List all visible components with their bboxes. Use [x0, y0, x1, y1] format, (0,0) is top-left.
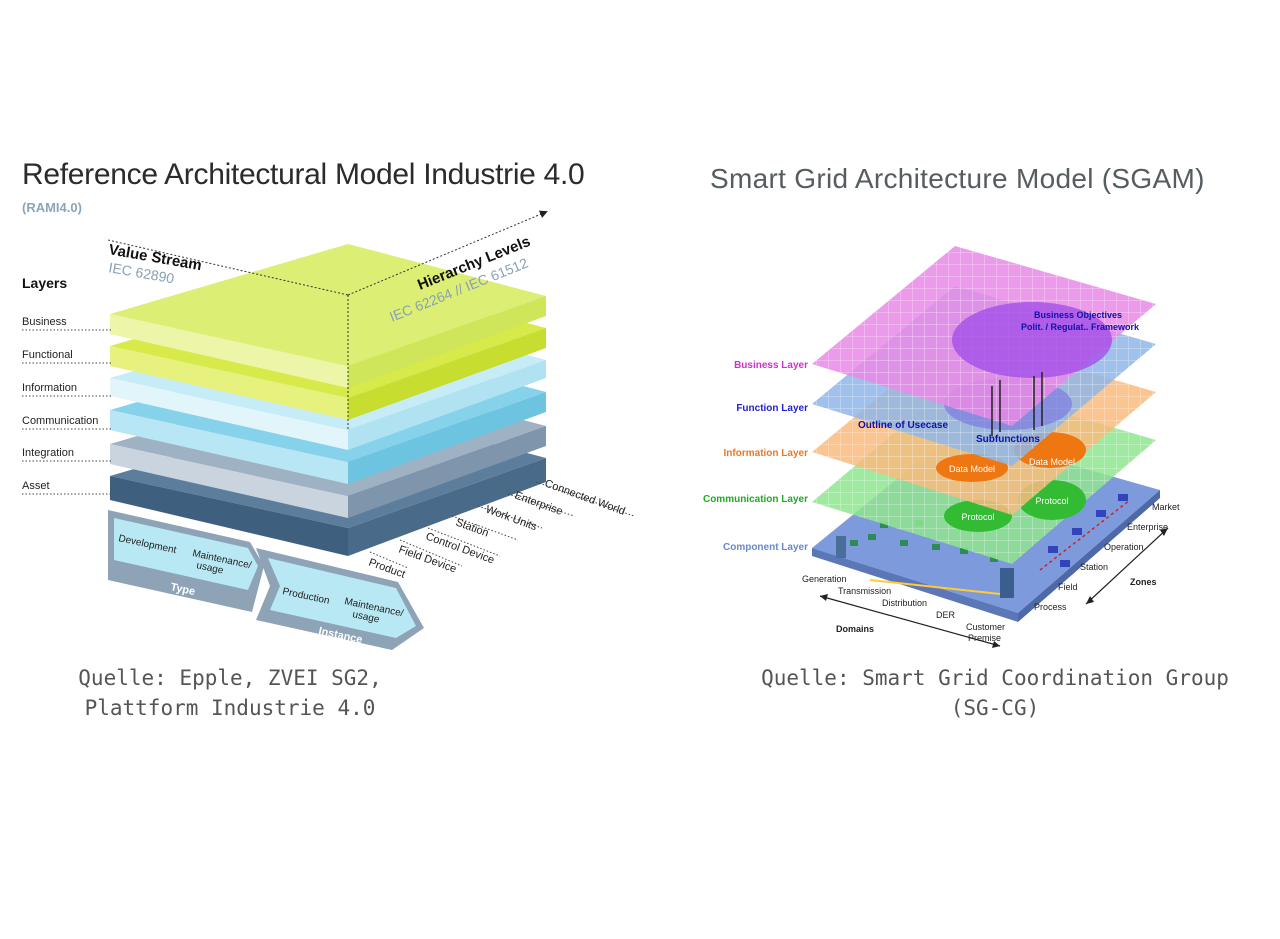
business-objectives-ellipse — [952, 302, 1112, 378]
layer-label-information: Information — [22, 382, 77, 394]
label-information-layer: Information Layer — [724, 448, 809, 459]
label-communication-layer: Communication Layer — [703, 494, 808, 505]
level-station: Station — [454, 517, 490, 540]
domain-generation: Generation — [802, 574, 847, 584]
level-enterprise: Enterprise — [513, 490, 564, 518]
label-component-layer: Component Layer — [723, 542, 808, 553]
sgam-layer-labels: Business Layer Function Layer Informatio… — [703, 360, 808, 553]
rami-layer-business — [110, 244, 546, 388]
sgam-source-line2: (SG-CG) — [950, 696, 1040, 720]
outline-of-usecase-label: Outline of Usecase — [858, 420, 948, 431]
layer-label-communication: Communication — [22, 415, 98, 427]
zone-market: Market — [1152, 502, 1180, 512]
sgam-title: Smart Grid Architecture Model (SGAM) — [710, 163, 1205, 194]
zone-operation: Operation — [1104, 542, 1144, 552]
instance-arrow: Production Maintenance/ usage Instance — [256, 548, 424, 650]
sgam-source-line1: Quelle: Smart Grid Coordination Group — [761, 666, 1229, 690]
rami-source: Quelle: Epple, ZVEI SG2, Plattform Indus… — [55, 663, 405, 723]
business-objectives-label: Business Objectives — [1034, 310, 1122, 320]
rami-diagram: Value Stream IEC 62890 Hierarchy Levels … — [22, 210, 635, 650]
layer-label-functional: Functional — [22, 349, 73, 361]
zone-field: Field — [1058, 582, 1078, 592]
sgam-domains: Generation Transmission Distribution DER… — [802, 574, 1005, 648]
layer-label-business: Business — [22, 316, 67, 328]
level-work-units: Work Units — [484, 504, 539, 534]
subfunctions-label: Subfunctions — [976, 434, 1040, 445]
domain-customer: Customer — [966, 622, 1005, 632]
sgam-source: Quelle: Smart Grid Coordination Group (S… — [735, 663, 1255, 723]
rami-title: Reference Architectural Model Industrie … — [22, 158, 585, 191]
domain-der: DER — [936, 610, 956, 620]
domains-label: Domains — [836, 624, 874, 634]
label-function-layer: Function Layer — [736, 403, 808, 414]
sgam-zones: Market Enterprise Operation Station Fiel… — [1034, 502, 1180, 612]
type-arrow: Development Maintenance/ usage Type — [108, 510, 264, 612]
zones-label: Zones — [1130, 577, 1157, 587]
zone-enterprise: Enterprise — [1127, 522, 1168, 532]
value-stream-axis — [107, 239, 349, 296]
policy-label: Polit. / Regulat.. Framework — [1021, 322, 1140, 332]
label-business-layer: Business Layer — [734, 360, 808, 371]
zone-station: Station — [1080, 562, 1108, 572]
layer-connectors — [991, 372, 1043, 436]
domain-distribution: Distribution — [882, 598, 927, 608]
data-model-ellipse-1 — [936, 454, 1008, 482]
sgam-business-layer: Business Objectives Polit. / Regulat.. F… — [812, 246, 1156, 426]
domains-axis — [819, 595, 1001, 647]
protocol-label-1: Protocol — [961, 512, 994, 522]
rami-source-line1: Quelle: Epple, ZVEI SG2, — [78, 666, 382, 690]
domain-transmission: Transmission — [838, 586, 891, 596]
data-model-label-1: Data Model — [949, 464, 995, 474]
zone-process: Process — [1034, 602, 1067, 612]
type-label: Type — [169, 581, 196, 598]
zones-axis — [1085, 527, 1169, 605]
layer-label-integration: Integration — [22, 447, 74, 459]
sgam-diagram: Protocol Protocol Data Model Data Model … — [703, 246, 1180, 648]
protocol-label-2: Protocol — [1035, 496, 1068, 506]
domain-premise: Premise — [968, 633, 1001, 643]
rami-source-line2: Plattform Industrie 4.0 — [84, 696, 376, 720]
layer-labels: Business Functional Information Communic… — [22, 316, 112, 495]
layers-heading: Layers — [22, 275, 67, 291]
data-model-label-2: Data Model — [1029, 457, 1075, 467]
rami-subtitle: (RAMI4.0) — [22, 200, 82, 215]
layer-label-asset: Asset — [22, 480, 50, 492]
